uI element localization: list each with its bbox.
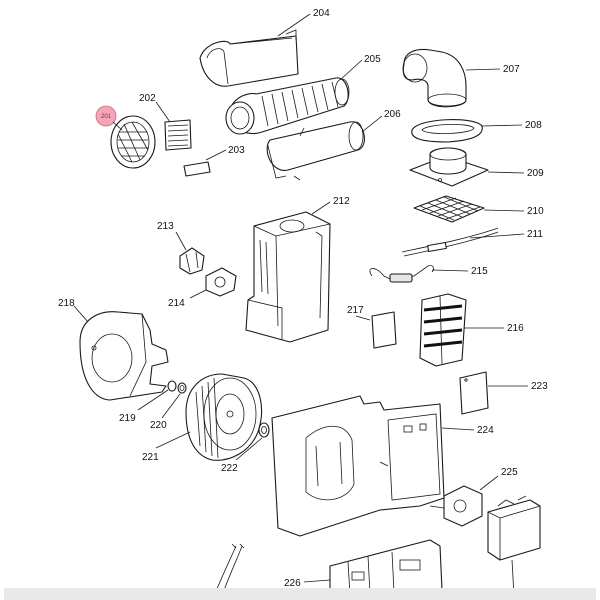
part-214-switch[interactable] <box>205 267 237 297</box>
part-221-blower-wheel[interactable] <box>185 373 263 461</box>
callout-214: 214 <box>168 298 185 309</box>
part-213-bracket[interactable] <box>179 247 205 275</box>
part-212-fan-housing[interactable] <box>245 211 331 343</box>
part-209-flange[interactable] <box>409 147 489 187</box>
callout-202: 202 <box>139 93 156 104</box>
callout-206: 206 <box>384 109 401 120</box>
callout-204: 204 <box>313 8 330 19</box>
part-218-scroll-housing[interactable] <box>79 311 169 401</box>
part-217-pad[interactable] <box>371 311 397 349</box>
callout-215: 215 <box>471 266 488 277</box>
callout-209: 209 <box>527 168 544 179</box>
part-211-sensor-wire[interactable] <box>401 227 499 257</box>
part-215-fuse[interactable] <box>369 265 435 283</box>
part-controller-box[interactable] <box>487 495 541 597</box>
part-219-washer[interactable] <box>167 380 177 392</box>
callout-212: 212 <box>333 196 350 207</box>
part-225-motor[interactable] <box>429 485 483 527</box>
part-201-grille[interactable] <box>110 115 156 169</box>
part-224-mounting-plate[interactable] <box>271 395 445 537</box>
part-210-mesh[interactable] <box>413 195 485 223</box>
callout-221: 221 <box>142 452 159 463</box>
callout-222: 222 <box>221 463 238 474</box>
callout-203: 203 <box>228 145 245 156</box>
callout-207: 207 <box>503 64 520 75</box>
part-203-plate[interactable] <box>183 161 211 177</box>
callout-205: 205 <box>364 54 381 65</box>
part-205-flex-hose[interactable] <box>225 77 350 135</box>
callout-225: 225 <box>501 467 518 478</box>
part-216-heater[interactable] <box>419 293 467 367</box>
callout-216: 216 <box>507 323 524 334</box>
callout-217: 217 <box>347 305 364 316</box>
callout-218: 218 <box>58 298 75 309</box>
part-202-filter[interactable] <box>164 119 192 151</box>
part-207-elbow[interactable] <box>402 48 467 108</box>
callout-201-marker[interactable] <box>95 105 117 127</box>
callout-224: 224 <box>477 425 494 436</box>
part-208-gasket[interactable] <box>411 119 483 143</box>
callout-208: 208 <box>525 120 542 131</box>
callout-226: 226 <box>284 578 301 589</box>
callout-201: 201 <box>101 114 112 120</box>
part-223-panel[interactable] <box>459 371 489 415</box>
callout-213: 213 <box>157 221 174 232</box>
part-204-duct-cover[interactable] <box>199 29 299 87</box>
callout-211: 211 <box>527 229 543 240</box>
part-222-shaft-ring[interactable] <box>258 422 270 438</box>
callout-219: 219 <box>119 413 136 424</box>
callout-223: 223 <box>531 381 548 392</box>
callout-210: 210 <box>527 206 544 217</box>
callout-220: 220 <box>150 420 167 431</box>
part-220-oring[interactable] <box>177 382 187 394</box>
bottom-scrollbar-strip <box>4 588 596 600</box>
part-206-duct-tube[interactable] <box>266 121 365 181</box>
